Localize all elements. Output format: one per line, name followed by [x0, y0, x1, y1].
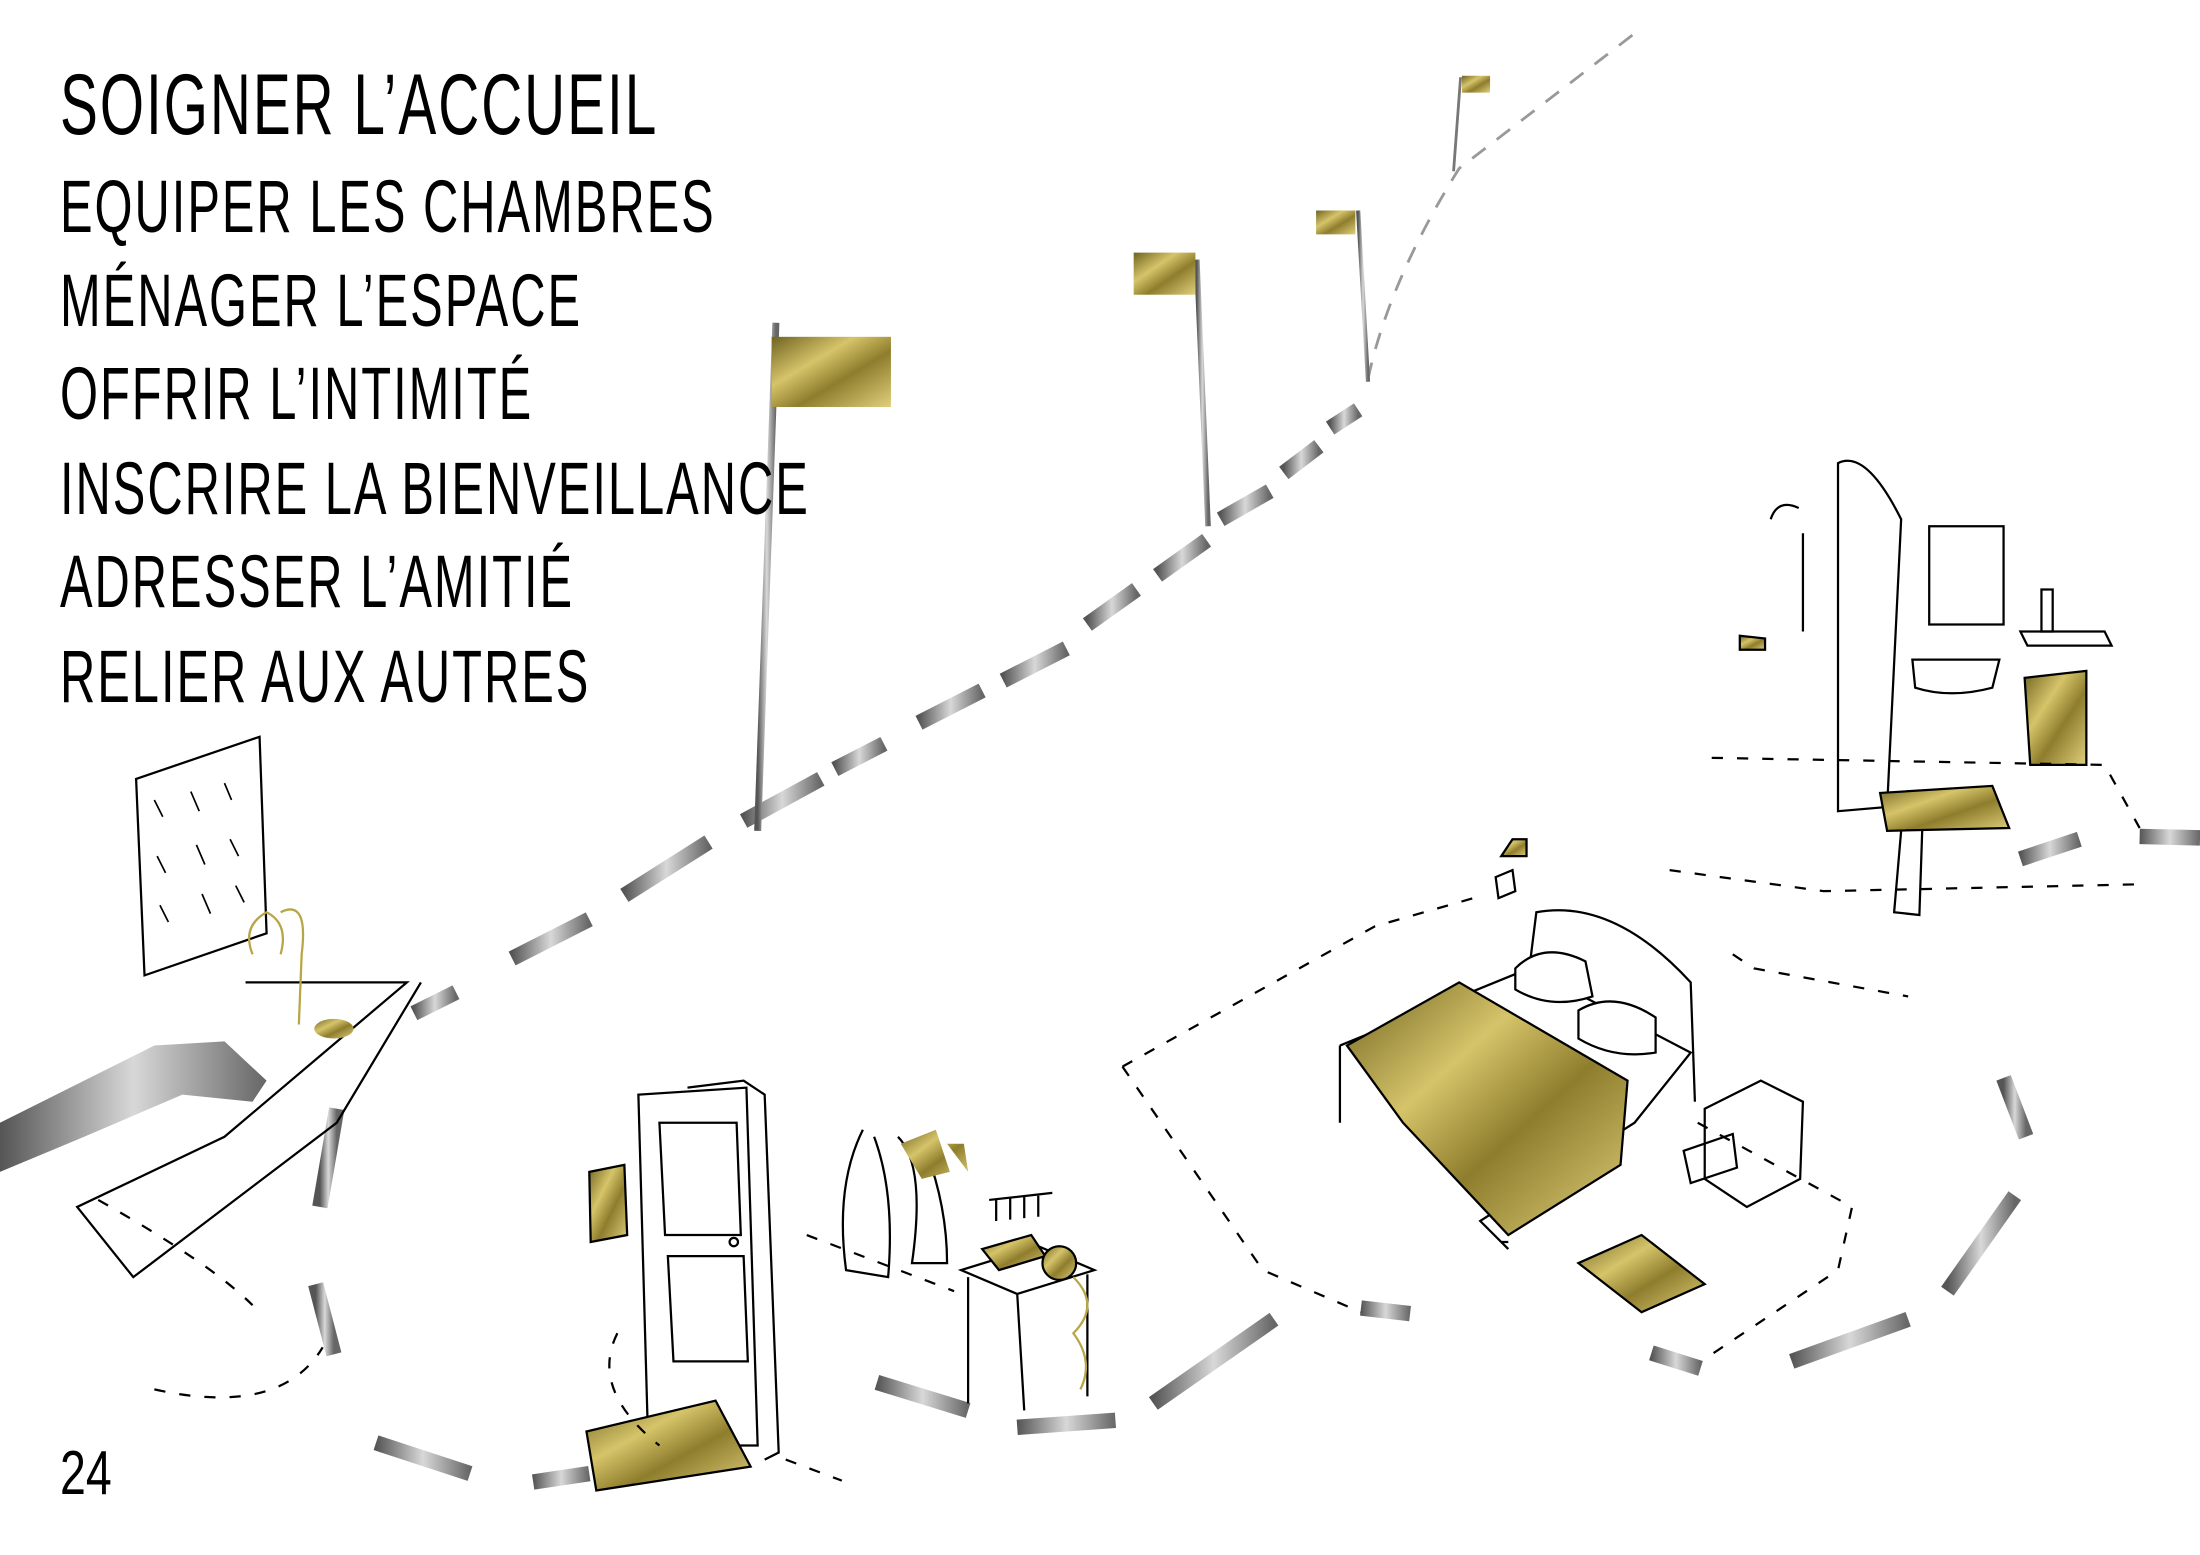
heading-line-4: OFFRIR L’INTIMITÉ: [60, 352, 534, 435]
heading-line-7: RELIER AUX AUTRES: [60, 635, 591, 718]
heading-line-2: EQUIPER LES CHAMBRES: [60, 165, 716, 248]
heading-line-3: MÉNAGER L’ESPACE: [60, 259, 583, 342]
page-number: 24: [60, 1439, 112, 1508]
sketches: [75, 459, 2147, 1492]
flags: [754, 75, 1491, 831]
heading-line-1: SOIGNER L’ACCUEIL: [60, 57, 659, 153]
heading-line-5: INSCRIRE LA BIENVEILLANCE: [60, 447, 810, 530]
silver-path: [308, 403, 2200, 1490]
arm-silver: [0, 1041, 267, 1172]
heading-line-6: ADRESSER L’AMITIÉ: [60, 540, 575, 623]
